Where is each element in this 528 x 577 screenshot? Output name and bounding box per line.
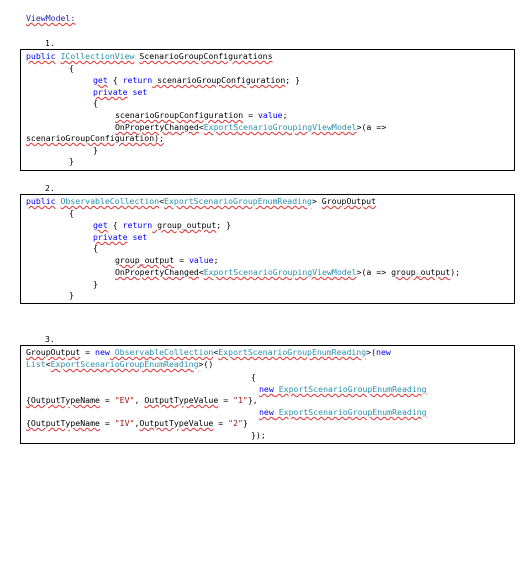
code-line: OnPropertyChanged<ExportScenarioGrouping…: [115, 122, 387, 132]
code-line: scenarioGroupConfiguration = value;: [115, 110, 288, 120]
section-3-number: 3.: [45, 334, 55, 344]
code-line: }: [69, 156, 74, 166]
code-line: new ExportScenarioGroupEnumReading: [259, 407, 427, 417]
code-line: GroupOutput = new ObservableCollection<E…: [26, 347, 391, 357]
code-line: });: [251, 430, 266, 440]
code-line: {: [69, 63, 74, 73]
code-line: {: [251, 372, 256, 382]
code-line: }: [93, 145, 98, 155]
code-line: public ObservableCollection<ExportScenar…: [26, 196, 377, 206]
code-block-1: public ICollectionView ScenarioGroupConf…: [20, 49, 515, 171]
code-line: OnPropertyChanged<ExportScenarioGrouping…: [115, 267, 461, 277]
code-line: {OutputTypeName = "EV", OutputTypeValue …: [26, 395, 258, 405]
code-line: }: [93, 279, 98, 289]
code-line: {: [69, 208, 74, 218]
code-line: {: [93, 98, 98, 108]
section-1-number: 1.: [45, 38, 55, 48]
code-line: {OutputTypeName = "IV",OutputTypeValue =…: [26, 418, 248, 428]
code-line: new ExportScenarioGroupEnumReading: [259, 384, 427, 394]
code-line: public ICollectionView ScenarioGroupConf…: [26, 51, 273, 61]
code-line: private set: [93, 87, 148, 97]
code-line: get { return group_output; }: [93, 220, 232, 230]
code-block-2: public ObservableCollection<ExportScenar…: [20, 194, 515, 304]
page-heading: ViewModel:: [26, 13, 76, 23]
code-line: get { return scenarioGroupConfiguration;…: [93, 75, 301, 85]
code-line: private set: [93, 232, 148, 242]
code-line: }: [69, 290, 74, 300]
section-2-number: 2.: [45, 183, 55, 193]
code-line: List<ExportScenarioGroupEnumReading>(): [26, 359, 214, 369]
code-line: group_output = value;: [115, 255, 219, 265]
code-line: {: [93, 243, 98, 253]
code-line: scenarioGroupConfiguration);: [26, 133, 165, 143]
code-block-3: GroupOutput = new ObservableCollection<E…: [20, 345, 515, 444]
